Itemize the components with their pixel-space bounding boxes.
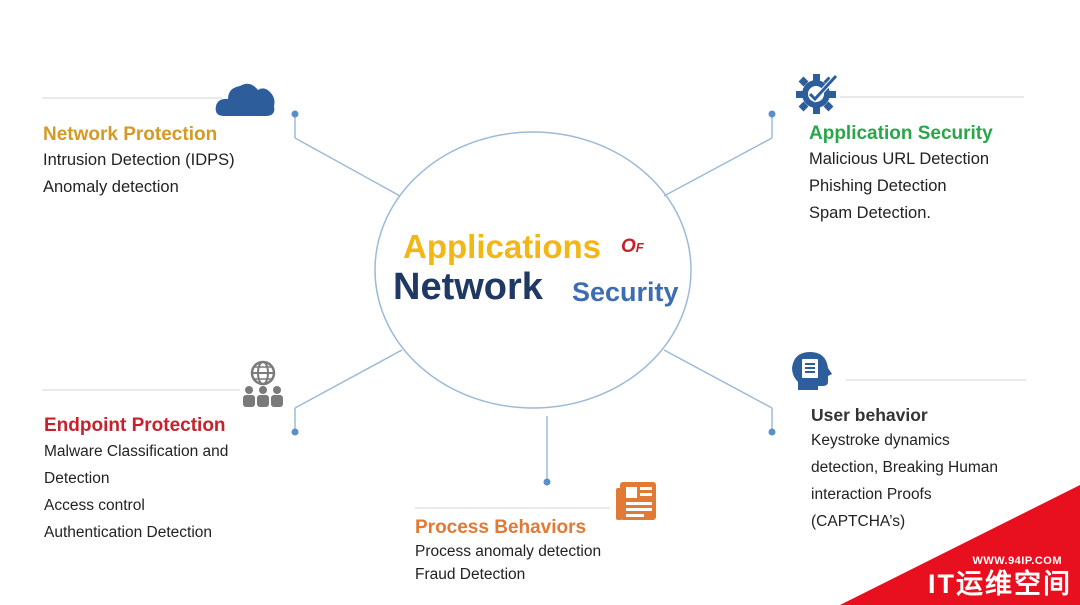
process-behaviors-item: Process anomaly detection [415,543,602,560]
center-title-applications: Applications [403,228,602,265]
endpoint-protection-item: Access control [44,497,145,514]
endpoint-protection-title: Endpoint Protection [44,415,226,436]
network-protection-block: Network Protection Intrusion Detection (… [43,123,235,201]
center-title-network: Network [393,266,543,308]
center-circle [374,131,692,409]
application-security-item: Phishing Detection [809,177,947,195]
globe-people-icon [243,360,283,407]
network-protection-title: Network Protection [43,124,218,145]
application-security-title: Application Security [809,123,993,144]
node-endpoint-protection [291,428,299,436]
endpoint-protection-item: Malware Classification and [44,443,229,460]
node-process-behaviors [543,478,551,486]
endpoint-protection-block: Endpoint Protection Malware Classificati… [44,414,228,546]
user-behavior-item: Keystroke dynamics [811,432,950,449]
newspaper-icon [616,482,656,520]
watermark-triangle [840,485,1080,605]
node-network-protection [291,110,299,118]
user-behavior-item: interaction Proofs [811,486,932,503]
watermark-brand: IT运维空间 [928,569,1072,599]
process-behaviors-item: Fraud Detection [415,566,526,583]
endpoint-protection-item: Detection [44,470,110,487]
watermark-url: WWW.94IP.COM [972,555,1062,567]
process-behaviors-block: Process Behaviors Process anomaly detect… [415,516,601,586]
user-behavior-title: User behavior [811,405,928,425]
head-document-icon [792,352,832,390]
application-security-block: Application Security Malicious URL Detec… [809,122,993,227]
application-security-item: Spam Detection. [809,204,931,222]
application-security-item: Malicious URL Detection [809,150,990,168]
network-protection-item: Intrusion Detection (IDPS) [43,151,235,169]
connector-endpoint-protection [294,349,403,409]
user-behavior-item: detection, Breaking Human [811,459,998,476]
node-user-behavior [768,428,776,436]
process-behaviors-title: Process Behaviors [415,517,587,538]
connector-user-behavior [663,349,773,409]
connector-network-protection [294,137,401,197]
network-protection-item: Anomaly detection [43,178,179,196]
watermark: WWW.94IP.COM IT运维空间 [840,485,1080,605]
endpoint-protection-item: Authentication Detection [44,524,213,541]
connector-application-security [663,137,773,197]
gear-check-icon [796,74,838,114]
center-title-of: Of [621,236,644,257]
cloud-icon [215,83,275,116]
user-behavior-block: User behavior Keystroke dynamics detecti… [811,403,998,535]
center-title-security: Security [572,277,679,307]
user-behavior-item: (CAPTCHA’s) [811,513,906,530]
node-application-security [768,110,776,118]
